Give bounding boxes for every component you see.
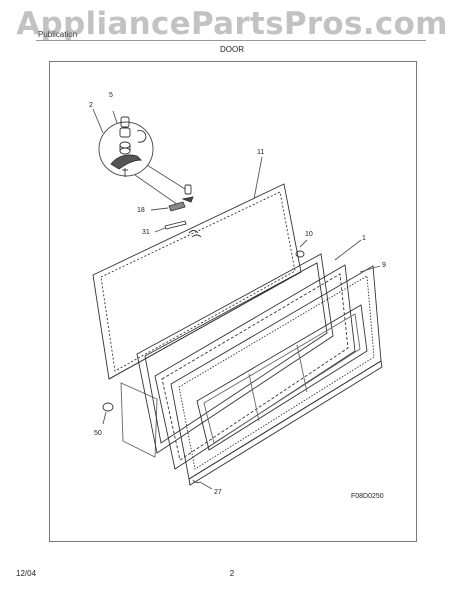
callout-9: 9 (382, 262, 386, 269)
callout-1: 1 (362, 235, 366, 242)
callout-31: 31 (142, 229, 150, 236)
watermark-logo: AppliancePartsPros.com (16, 6, 448, 42)
page-header: Publication AppliancePartsPros.com DOOR (0, 0, 464, 62)
callout-18: 18 (137, 207, 145, 214)
screw-part (192, 479, 213, 490)
hinge-cover-part (102, 402, 114, 425)
door-hinge (181, 184, 194, 203)
footer-page-number: 2 (229, 569, 235, 578)
hinge-bracket (150, 201, 186, 212)
header-divider (36, 40, 426, 41)
callout-5: 5 (109, 92, 113, 99)
figure-code: F08D0250 (351, 493, 384, 500)
door-gasket (154, 264, 356, 470)
hinge-plate (154, 220, 202, 238)
door-liner (136, 253, 334, 454)
callout-2: 2 (89, 102, 93, 109)
footer-date: 12/04 (16, 569, 37, 578)
door-stop-part (295, 239, 308, 258)
callout-10: 10 (305, 231, 313, 238)
diagram-frame (49, 61, 417, 542)
hinge-detail-circle (98, 116, 154, 177)
callout-50: 50 (94, 430, 102, 437)
exploded-parts-diagram: 2 5 11 18 31 10 1 9 50 27 F08D0250 (89, 92, 386, 500)
inner-door-panel (170, 265, 383, 486)
section-title: DOOR (220, 45, 244, 54)
callout-11: 11 (257, 149, 264, 156)
callout-27: 27 (214, 489, 222, 496)
publication-label: Publication (38, 30, 78, 39)
